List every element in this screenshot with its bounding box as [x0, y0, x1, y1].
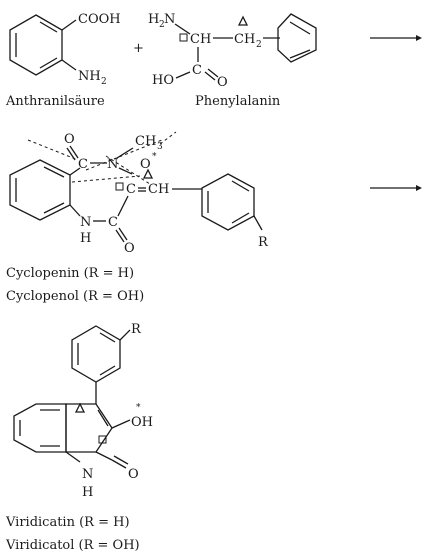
- phe-ho: HO: [152, 73, 174, 88]
- viridicatin-phenyl-ring: [71, 325, 121, 383]
- h2n-n: N: [164, 12, 175, 27]
- phe-carbonyl-o: O: [217, 75, 228, 90]
- phenyl-ring-phe: [277, 13, 317, 63]
- cyclopenol-caption: Cyclopenol (R = OH): [6, 289, 144, 304]
- label-triangle-phe: [237, 15, 249, 26]
- cyclopenin-star: *: [152, 152, 157, 162]
- cyclopenin-nh-n: N: [80, 215, 91, 230]
- nh2-label: NH: [78, 69, 101, 84]
- viridicatin-caption: Viridicatin (R = H): [5, 515, 130, 530]
- cyclopenin-ch3: CH: [135, 134, 156, 149]
- cyclopenin-epoxide-o: O: [140, 157, 151, 172]
- viridicatin-n: N: [82, 467, 93, 482]
- dashed-crossing-1: [85, 139, 163, 171]
- phenylalanine-caption: Phenylalanin: [195, 94, 281, 109]
- anthranilic-caption: Anthranilsäure: [5, 94, 105, 109]
- viridicatol-caption: Viridicatol (R = OH): [5, 538, 140, 553]
- quinolone-core: [13, 403, 113, 453]
- label-square-viridicatin: [98, 435, 107, 444]
- phe-ch2-subscript: 2: [256, 40, 262, 50]
- phe-carboxyl-c: C: [192, 63, 202, 78]
- cyclopenin-n: N: [107, 157, 118, 172]
- cyclopenin-ring-c: C: [126, 182, 136, 197]
- cooh-bond: [61, 19, 77, 31]
- h2n-subscript: 2: [159, 20, 165, 30]
- cyclopenin-benzene-ring: [9, 159, 71, 221]
- anthranilic-acid-structure: [9, 14, 77, 76]
- viridicatin-h: H: [82, 485, 93, 500]
- viridicatin-r: R: [131, 322, 142, 337]
- plus-sign: +: [133, 41, 144, 56]
- label-square-cyclopenin: [115, 182, 124, 191]
- reaction-arrow-1: [370, 35, 422, 41]
- cyclopenin-lower-o: O: [124, 241, 135, 256]
- dashed-bond-right: [159, 131, 177, 145]
- cyclopenin-phenyl-ring: [201, 173, 255, 231]
- label-triangle-viridicatin: [74, 402, 86, 413]
- cyclopenin-r: R: [258, 235, 269, 250]
- nh2-bond: [61, 59, 77, 71]
- cyclopenin-nh-h: H: [80, 231, 91, 246]
- dashed-crossing-3: [105, 155, 151, 185]
- cyclopenin-ch: CH: [148, 182, 169, 197]
- phe-ch2: CH: [234, 32, 255, 47]
- viridicatin-o: O: [128, 467, 139, 482]
- reaction-arrow-2: [370, 185, 422, 191]
- cyclopenin-o-top: O: [64, 132, 75, 147]
- label-triangle-cyclopenin: [142, 168, 154, 179]
- cyclopenin-ch3-subscript: 3: [157, 142, 163, 152]
- nh2-subscript: 2: [101, 77, 107, 87]
- dashed-bond-left: [27, 139, 79, 161]
- cyclopenin-caption: Cyclopenin (R = H): [6, 266, 134, 281]
- label-square-phe: [179, 33, 188, 42]
- h2n-h: H: [148, 12, 159, 27]
- dashed-crossing-2: [71, 175, 141, 183]
- anthranilic-benzene-ring: [9, 14, 63, 76]
- viridicatin-star: *: [136, 403, 141, 413]
- viridicatin-oh: OH: [131, 415, 153, 430]
- cyclopenin-lower-c: C: [108, 215, 118, 230]
- cooh-label: COOH: [78, 12, 121, 27]
- phe-alpha-ch: CH: [190, 32, 211, 47]
- cyclopenin-c-left: C: [78, 157, 88, 172]
